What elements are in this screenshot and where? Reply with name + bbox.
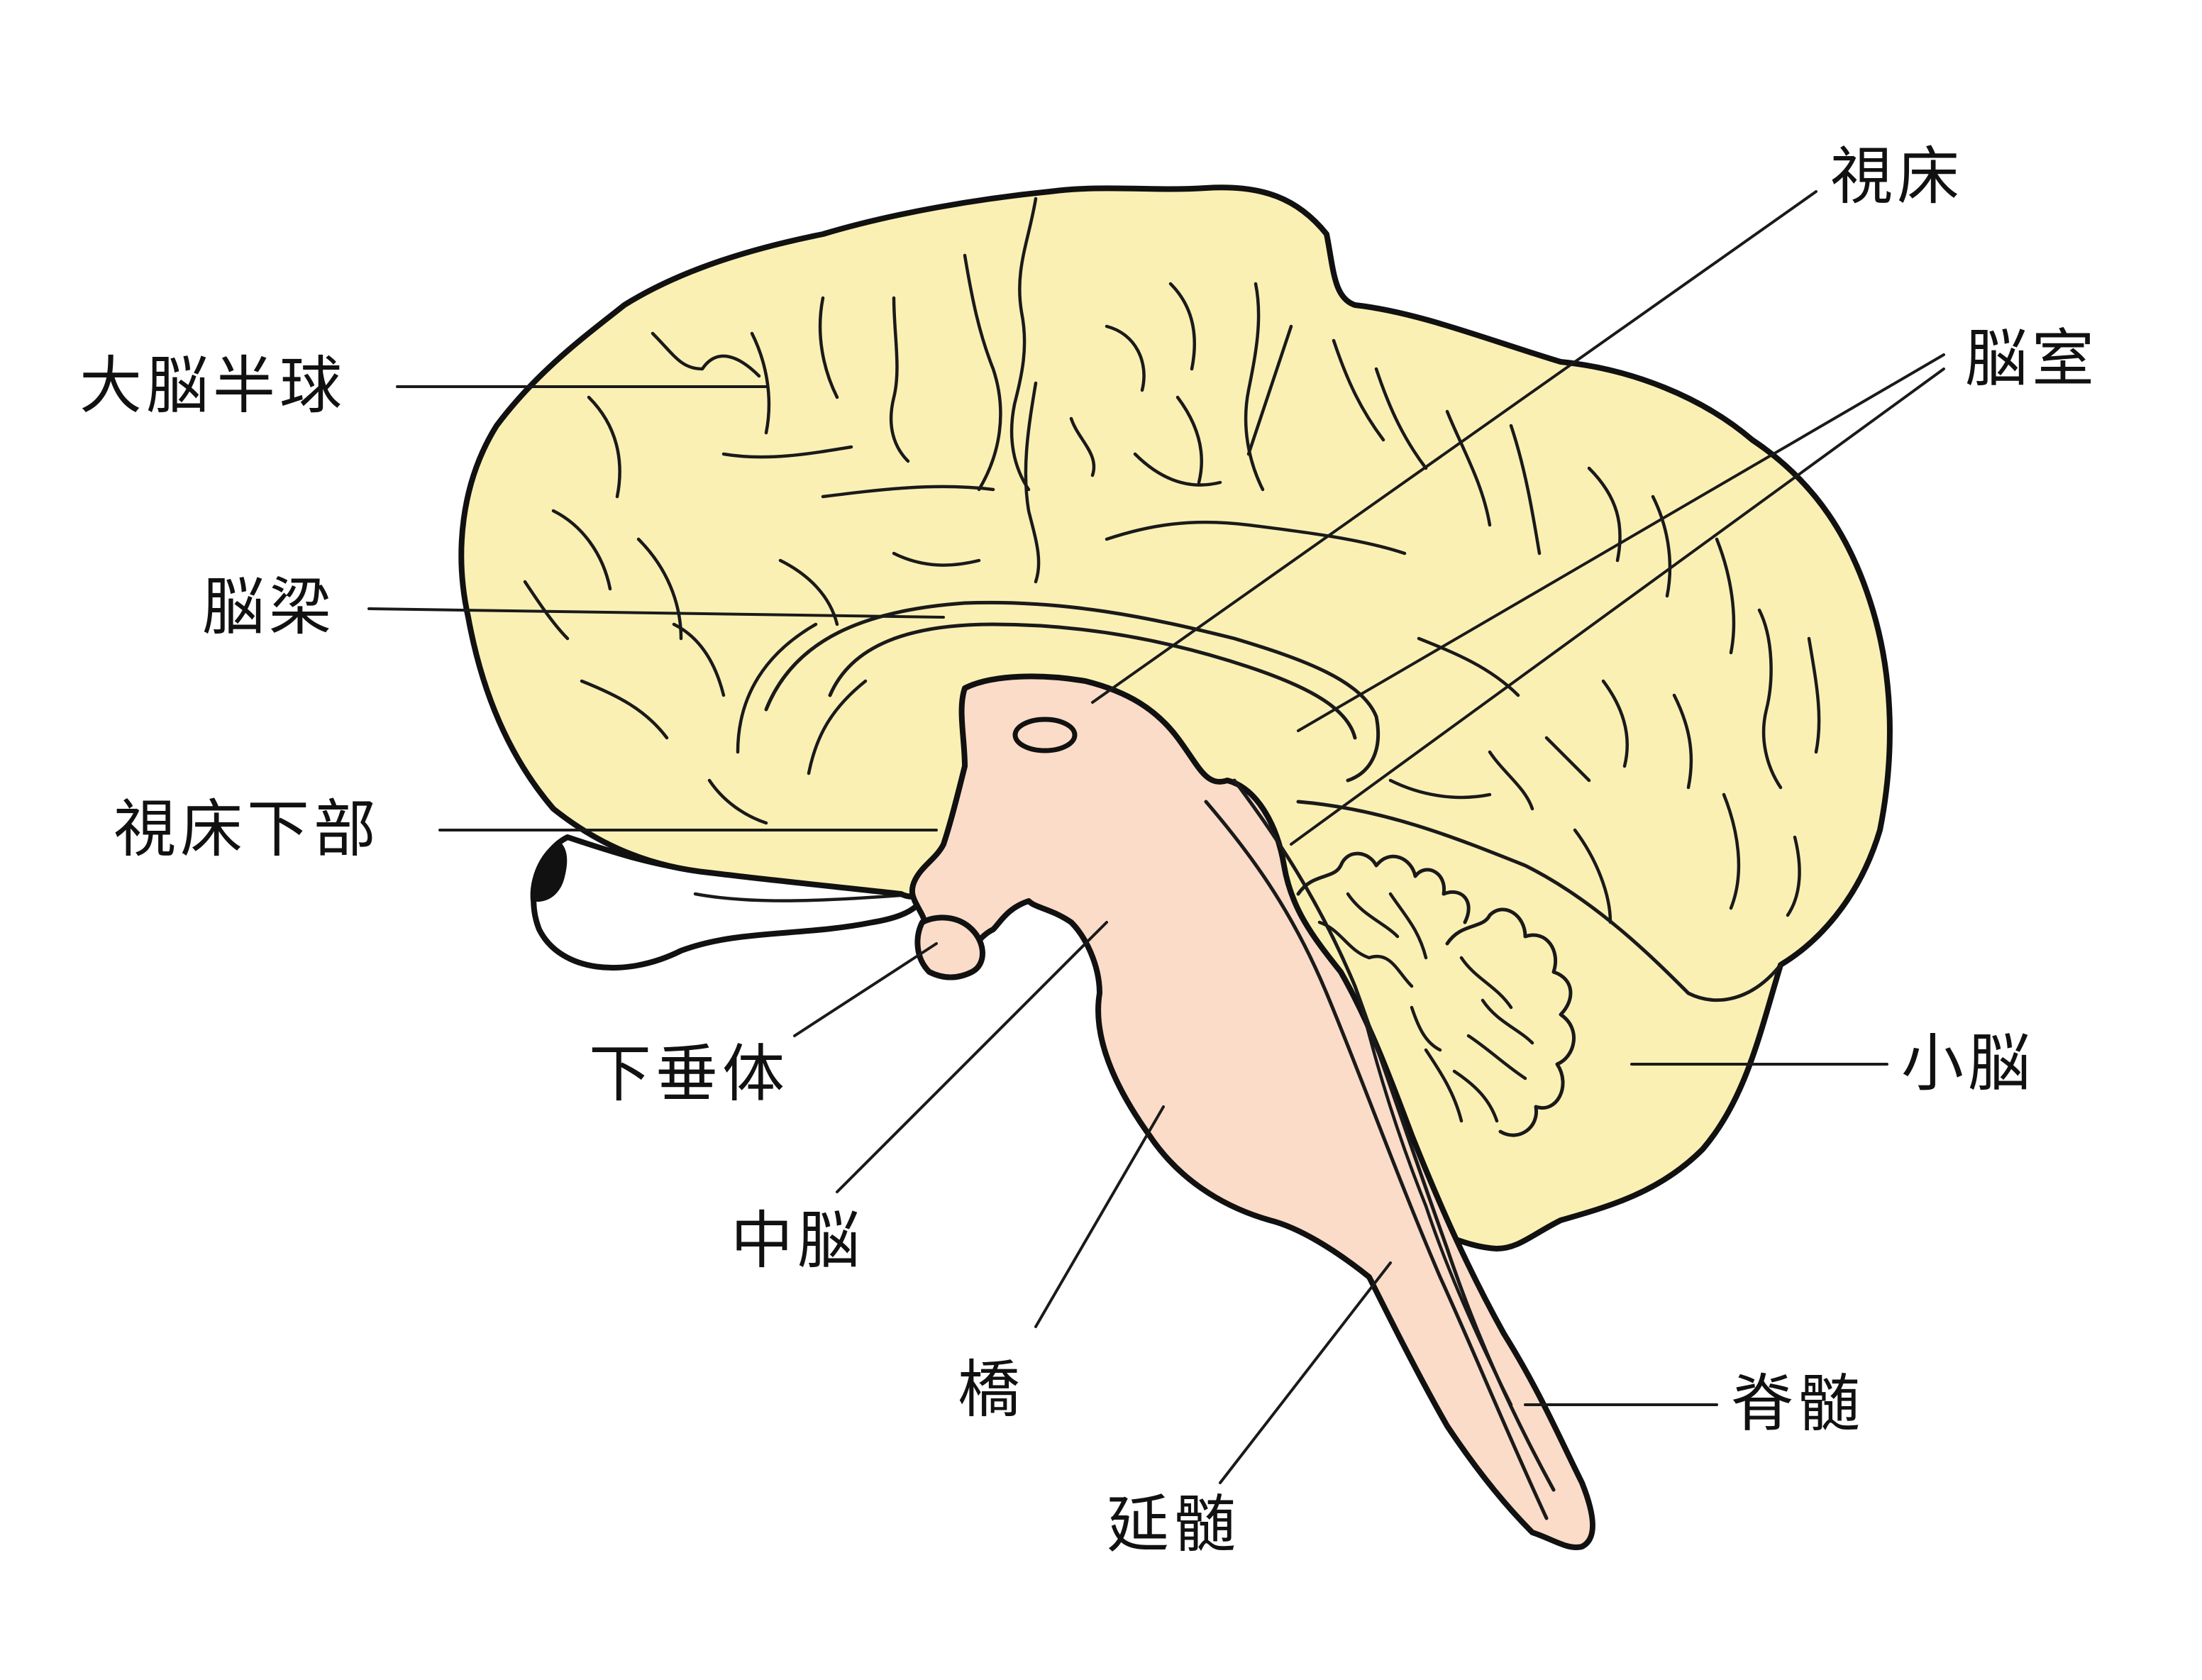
label-cerebral-hemisphere: 大脳半球 xyxy=(79,349,347,422)
label-thalamus: 視床 xyxy=(1830,140,1964,213)
cerebellum-folia xyxy=(1296,851,1576,1137)
leader-corpus-callosum xyxy=(367,607,945,619)
leader-midbrain xyxy=(836,921,1108,1193)
optic-nerve-inner xyxy=(693,892,903,902)
label-corpus-callosum: 脳梁 xyxy=(202,570,336,643)
tentorium-line xyxy=(1296,800,1783,1002)
pituitary-shape xyxy=(914,914,985,980)
leader-thalamus xyxy=(1091,190,1818,704)
label-spinal-cord: 脊髄 xyxy=(1731,1367,1865,1440)
label-ventricle: 脳室 xyxy=(1965,322,2099,395)
leader-pituitary xyxy=(793,942,938,1037)
eye-dark xyxy=(530,841,568,902)
label-pons: 橋 xyxy=(958,1353,1025,1426)
leader-ventricle-1 xyxy=(1297,353,1945,732)
leader-pons xyxy=(1034,1105,1165,1328)
leader-ventricle-2 xyxy=(1290,368,1945,846)
label-cerebellum: 小脳 xyxy=(1901,1027,2035,1100)
label-hypothalamus: 視床下部 xyxy=(114,792,381,866)
label-medulla: 延髄 xyxy=(1107,1488,1241,1561)
leader-medulla xyxy=(1219,1261,1392,1484)
thalamus-oval xyxy=(1012,717,1078,753)
label-pituitary: 下垂体 xyxy=(589,1037,790,1110)
spinal-canal-line-1 xyxy=(1204,800,1549,1520)
label-midbrain: 中脳 xyxy=(731,1204,865,1277)
fourth-ventricle-line xyxy=(1360,1005,1513,1407)
cerebral-sulci xyxy=(523,197,1821,924)
corpus-callosum-arcs xyxy=(736,600,1381,783)
leader-lines xyxy=(367,190,1945,1484)
